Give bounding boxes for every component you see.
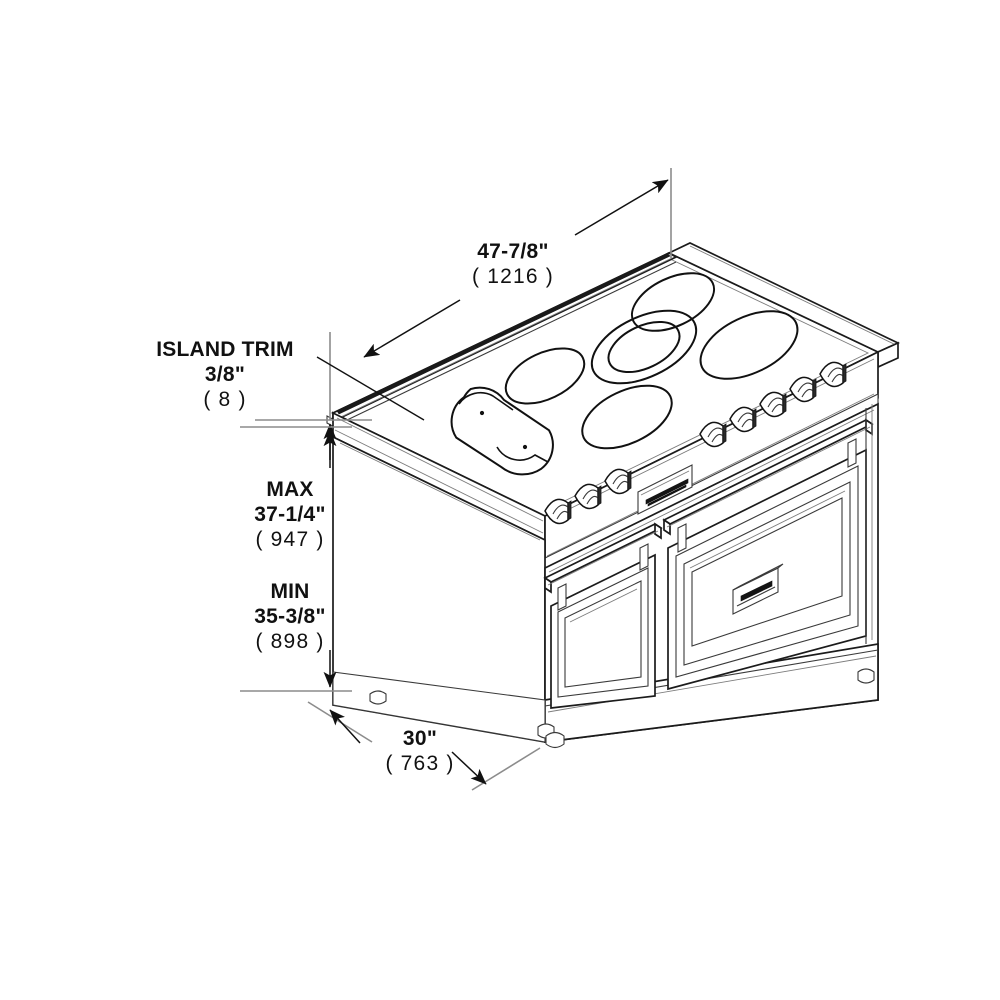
control-knob[interactable]: [544, 498, 572, 525]
control-display-panel: [637, 464, 693, 515]
cooking-zone-center-outer: [590, 309, 698, 385]
overall-width-dim-geometry: [329, 168, 672, 420]
control-knob[interactable]: [789, 376, 817, 403]
island-trim-label: ISLAND TRIM 3/8" ( 8 ): [156, 338, 294, 412]
cooking-zone-front-center: [581, 384, 673, 450]
overall-depth-dim-geometry: [307, 701, 541, 791]
right-cabinet-edge: [865, 404, 873, 644]
appliance-assembly: [326, 242, 901, 749]
leveling-feet: [369, 668, 875, 749]
control-knob[interactable]: [759, 391, 787, 418]
cooking-zone-center-inner: [607, 320, 681, 374]
control-knob[interactable]: [819, 361, 847, 388]
main-oven-door[interactable]: [662, 418, 874, 691]
cooking-zone-right: [699, 310, 799, 380]
zone-center-dot-rear: [479, 410, 485, 416]
max-height-label: MAX 37-1/4" ( 947 ): [254, 478, 326, 552]
overall-depth-label: 30" ( 763 ): [385, 727, 455, 776]
zone-center-dot-front: [522, 444, 528, 450]
leg-front-right: [857, 668, 875, 684]
overall-width-label: 47-7/8" ( 1216 ): [472, 240, 554, 289]
leg-front-center: [545, 731, 565, 749]
cooking-zone-rear-right: [630, 272, 716, 332]
height-dim-geometry: [240, 426, 352, 692]
control-knob[interactable]: [729, 406, 757, 433]
leg-rear-left: [369, 690, 387, 705]
cooking-zone-group: [450, 272, 799, 476]
control-knob[interactable]: [699, 421, 727, 448]
cooking-zone-rear-left: [504, 347, 586, 405]
secondary-oven-handle[interactable]: [543, 522, 663, 611]
control-knob[interactable]: [604, 468, 632, 495]
control-knob[interactable]: [574, 483, 602, 510]
rear-right-upstand: [667, 242, 901, 369]
bridge-dual-zone-left: [450, 386, 554, 476]
secondary-oven-door[interactable]: [543, 522, 663, 709]
control-knob-row: [544, 361, 847, 525]
min-height-label: MIN 35-3/8" ( 898 ): [254, 580, 326, 654]
oven-door-badge: [732, 563, 784, 615]
